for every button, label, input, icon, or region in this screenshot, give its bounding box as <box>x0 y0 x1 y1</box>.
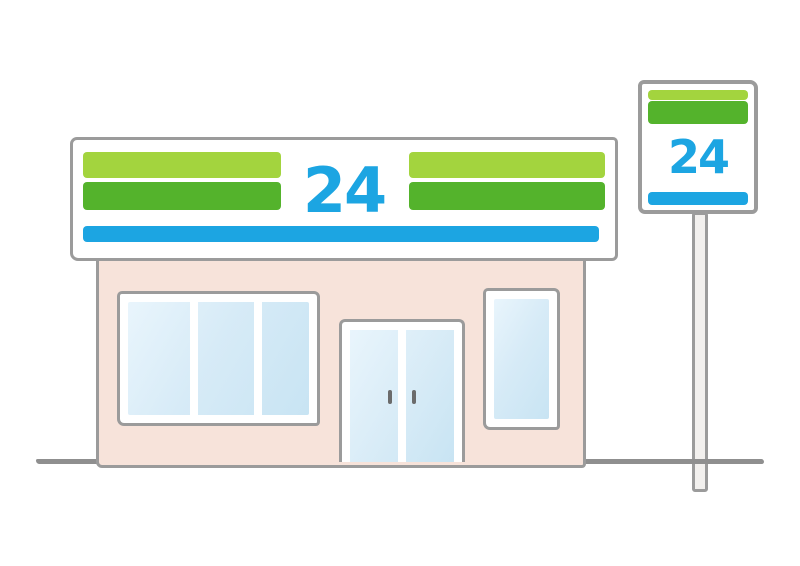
sign-stripe-green-left <box>83 182 281 210</box>
storefront-sign: 24 <box>70 137 618 261</box>
door-mullion <box>398 330 406 462</box>
pole-sign-stripe-green <box>648 101 748 124</box>
left-window-glass <box>128 302 309 415</box>
sign-stripe-lightgreen-right <box>409 152 605 178</box>
left-window <box>117 291 320 426</box>
sign-stripe-lightgreen-left <box>83 152 281 178</box>
right-window <box>483 288 560 430</box>
door-glass <box>350 330 454 462</box>
sign-stripe-green-right <box>409 182 605 210</box>
pole-sign-stripe-blue <box>648 192 748 205</box>
signpost-pole <box>692 212 708 492</box>
entrance-door <box>339 319 465 462</box>
storefront-sign-24-label: 24 <box>302 153 387 227</box>
sign-stripe-blue <box>83 226 599 242</box>
window-pane-divider <box>190 302 198 415</box>
right-window-glass <box>494 299 549 419</box>
window-pane-divider <box>254 302 262 415</box>
door-handle-left <box>388 390 392 404</box>
pole-sign-stripe-lightgreen <box>648 90 748 100</box>
door-handle-right <box>412 390 416 404</box>
pole-sign-24-label: 24 <box>667 130 730 184</box>
pole-sign: 24 <box>638 80 758 214</box>
